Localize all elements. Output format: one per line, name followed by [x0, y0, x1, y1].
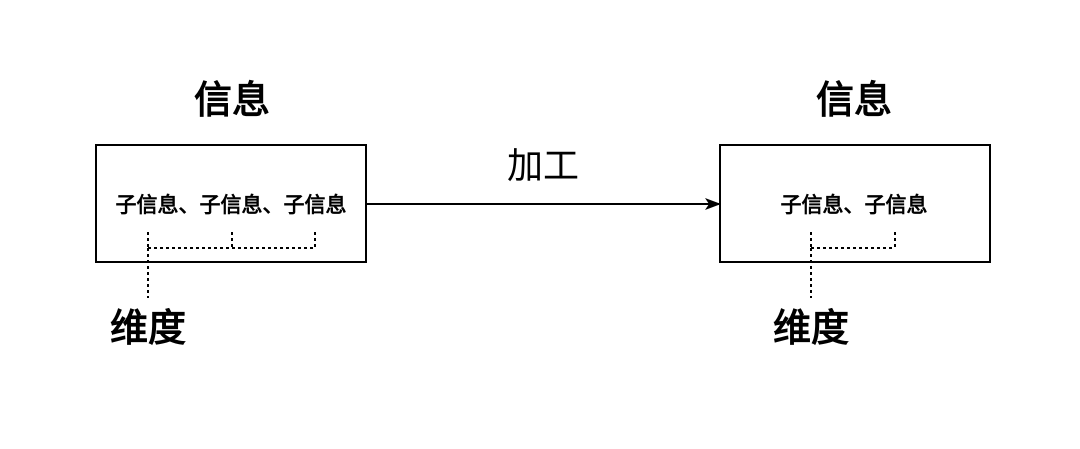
left-dimension-label: 维度 — [110, 305, 186, 350]
left-node: 信息 子信息、子信息、子信息 维度 — [95, 77, 367, 350]
right-dimension-bracket — [810, 232, 896, 298]
left-dimension-bracket — [147, 232, 316, 298]
right-node-box — [719, 144, 991, 263]
left-node-content: 子信息、子信息、子信息 — [116, 192, 347, 217]
left-node-title: 信息 — [194, 77, 270, 122]
right-node-title: 信息 — [816, 77, 892, 122]
right-node: 信息 子信息、子信息 维度 — [719, 77, 991, 350]
process-connector: 加工 — [366, 146, 721, 210]
process-label: 加工 — [507, 146, 579, 187]
right-dimension-label: 维度 — [773, 305, 849, 350]
right-node-content: 子信息、子信息 — [781, 192, 928, 217]
